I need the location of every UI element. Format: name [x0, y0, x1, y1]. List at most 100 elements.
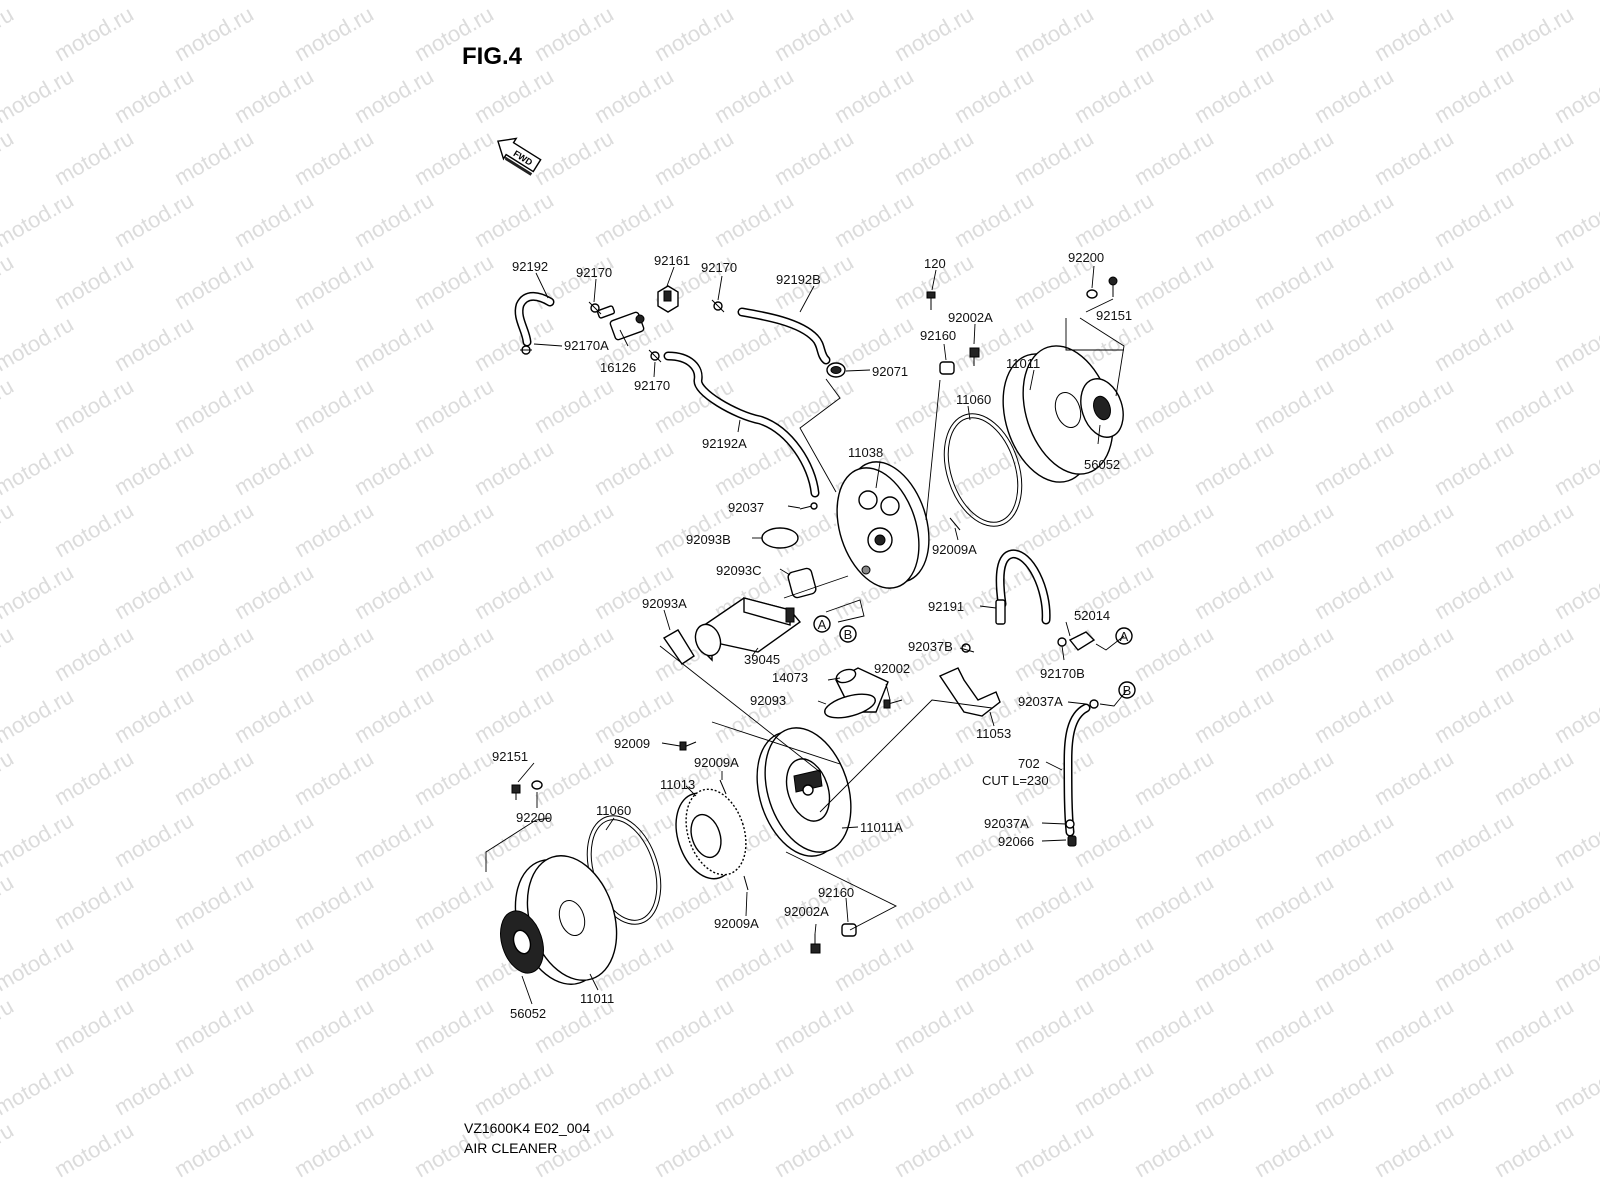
watermark-text: motod.ru [710, 1055, 798, 1120]
callout-11060-top: 11060 [956, 392, 991, 407]
watermark-text: motod.ru [0, 869, 18, 934]
watermark-text: motod.ru [1130, 869, 1218, 934]
callout-92192A: 92192A [702, 436, 747, 451]
watermark-text: motod.ru [0, 497, 18, 562]
watermark-text: motod.ru [0, 559, 78, 624]
base-plate-11038 [836, 461, 930, 589]
callout-92037A-top: 92037A [1018, 694, 1063, 709]
gasket-92093B [761, 527, 799, 549]
watermark-text: motod.ru [1430, 63, 1518, 128]
watermark-text: motod.ru [170, 745, 258, 810]
watermark-text: motod.ru [0, 435, 78, 500]
watermark-text: motod.ru [0, 807, 78, 872]
duct-39045 [694, 597, 802, 662]
watermark-text: motod.ru [1250, 249, 1338, 314]
watermark-text: motod.ru [770, 993, 858, 1058]
watermark-text: motod.ru [470, 63, 558, 128]
callout-92009A-mid: 92009A [694, 755, 739, 770]
watermark-text: motod.ru [1550, 559, 1600, 624]
watermark-text: motod.ru [470, 311, 558, 376]
watermark-text: motod.ru [170, 249, 258, 314]
callout-92170-b: 92170 [701, 260, 737, 275]
watermark-text: motod.ru [1370, 249, 1458, 314]
watermark-text: motod.ru [1490, 497, 1578, 562]
watermark-text: motod.ru [1310, 1055, 1398, 1120]
watermark-text: motod.ru [590, 1055, 678, 1120]
callout-92009A-bottom: 92009A [714, 916, 759, 931]
watermark-text: motod.ru [170, 993, 258, 1058]
watermark-text: motod.ru [0, 1, 18, 66]
watermark-text: motod.ru [0, 1055, 78, 1120]
washer-bolt-top [1086, 276, 1118, 299]
watermark-text: motod.ru [110, 435, 198, 500]
watermark-text: motod.ru [230, 683, 318, 748]
watermark-text: motod.ru [0, 125, 18, 190]
watermark-text: motod.ru [650, 1117, 738, 1182]
watermark-text: motod.ru [1430, 435, 1518, 500]
watermark-text: motod.ru [710, 187, 798, 252]
watermark-text: motod.ru [1490, 993, 1578, 1058]
watermark-text: motod.ru [530, 1, 618, 66]
collar-92160-bottom [841, 923, 857, 937]
watermark-text: motod.ru [290, 1117, 378, 1182]
ref-mark-b-left-label: B [844, 627, 853, 642]
watermark-text: motod.ru [0, 931, 78, 996]
watermark-text: motod.ru [590, 187, 678, 252]
watermark-text: motod.ru [50, 497, 138, 562]
case-11011A [756, 727, 852, 857]
watermark-text: motod.ru [50, 125, 138, 190]
watermark-text: motod.ru [1490, 621, 1578, 686]
watermark-text: motod.ru [0, 187, 78, 252]
watermark-text: motod.ru [410, 993, 498, 1058]
figure-title: FIG.4 [462, 43, 523, 70]
bracket-92161 [657, 285, 679, 313]
callout-92093B: 92093B [686, 532, 731, 547]
watermark-text: motod.ru [1370, 993, 1458, 1058]
watermark-text: motod.ru [470, 683, 558, 748]
callout-39045: 39045 [744, 652, 780, 667]
watermark-text: motod.ru [110, 1055, 198, 1120]
watermark-text: motod.ru [1370, 373, 1458, 438]
watermark-text: motod.ru [410, 373, 498, 438]
watermark-text: motod.ru [1430, 807, 1518, 872]
watermark-text: motod.ru [1250, 745, 1338, 810]
clip-92037 [799, 502, 818, 510]
watermark-text: motod.ru [1550, 311, 1600, 376]
watermark-text: motod.ru [170, 621, 258, 686]
leader-lines [485, 265, 1128, 1005]
watermark-text: motod.ru [1550, 187, 1600, 252]
filter-11013 [675, 788, 747, 880]
watermark-text: motod.ru [1130, 993, 1218, 1058]
watermark-text: motod.ru [350, 559, 438, 624]
watermark-text: motod.ru [1370, 621, 1458, 686]
callout-52014: 52014 [1074, 608, 1110, 623]
callout-92200-top: 92200 [1068, 250, 1104, 265]
oring-11060-top [943, 413, 1023, 527]
callout-92037B: 92037B [908, 639, 953, 654]
watermark-text: motod.ru [1190, 187, 1278, 252]
watermark-text: motod.ru [650, 993, 738, 1058]
callout-92161: 92161 [654, 253, 690, 268]
watermark-text: motod.ru [410, 125, 498, 190]
watermark-text: motod.ru [0, 1117, 18, 1182]
watermark-text: motod.ru [590, 435, 678, 500]
watermark-text: motod.ru [410, 497, 498, 562]
cover-11011-top [1002, 345, 1114, 483]
collar-bolt-top [939, 347, 980, 375]
callout-92160-top: 92160 [920, 328, 956, 343]
valve-16126 [596, 305, 645, 341]
watermark-text: motod.ru [1550, 807, 1600, 872]
watermark-text: motod.ru [110, 807, 198, 872]
watermark-text: motod.ru [1190, 559, 1278, 624]
watermark-text: motod.ru [290, 249, 378, 314]
watermark-text: motod.ru [1130, 373, 1218, 438]
screw-92009A-bottom [743, 875, 749, 891]
callout-11060-bottom: 11060 [596, 803, 631, 818]
callout-92009A-top: 92009A [932, 542, 977, 557]
watermark-text: motod.ru [1370, 125, 1458, 190]
watermark-text: motod.ru [1550, 435, 1600, 500]
callout-92002A-top: 92002A [948, 310, 993, 325]
watermark-text: motod.ru [1070, 931, 1158, 996]
watermark-text: motod.ru [530, 497, 618, 562]
watermark-text: motod.ru [1310, 435, 1398, 500]
